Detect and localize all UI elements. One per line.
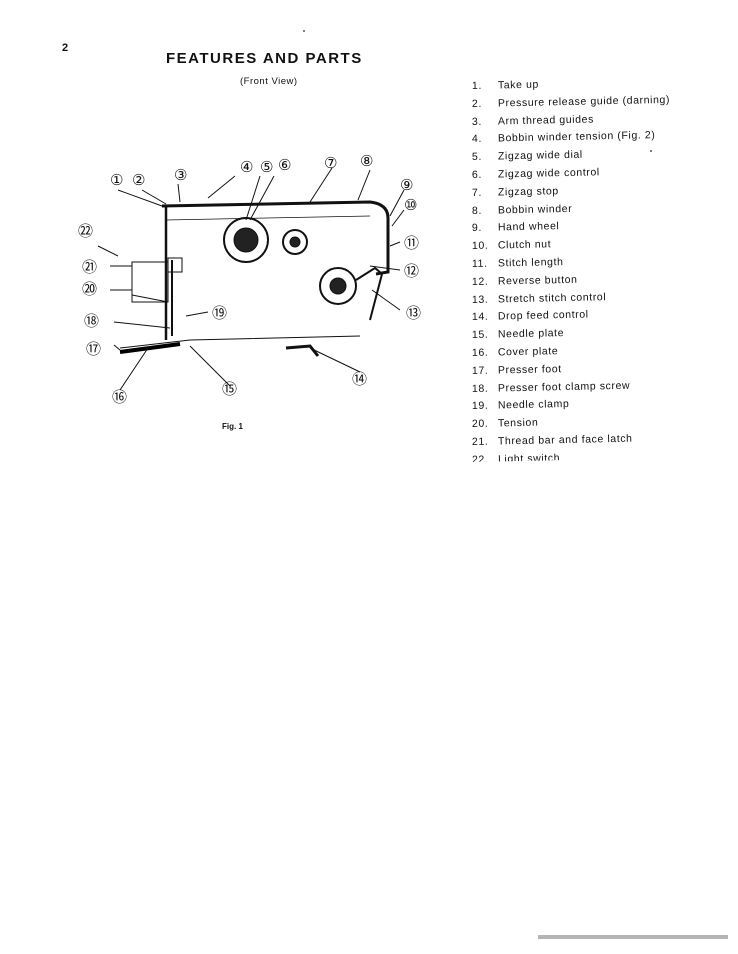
callout-17: ⑰ xyxy=(86,340,101,358)
callout-3: ③ xyxy=(174,166,187,184)
callout-12: ⑫ xyxy=(404,262,419,280)
callout-9: ⑨ xyxy=(400,176,413,194)
callout-13: ⑬ xyxy=(406,304,421,322)
scan-edge-line xyxy=(538,935,728,939)
callout-7: ⑦ xyxy=(324,154,337,172)
callout-14: ⑭ xyxy=(352,370,367,388)
callout-18: ⑱ xyxy=(84,312,99,330)
page-title: FEATURES AND PARTS xyxy=(166,50,363,67)
callout-2: ② xyxy=(132,171,145,189)
callout-4: ④ xyxy=(240,158,253,176)
callout-22: ㉒ xyxy=(78,222,93,240)
callout-16: ⑯ xyxy=(112,388,127,406)
callout-5: ⑤ xyxy=(260,158,273,176)
callout-19: ⑲ xyxy=(212,304,227,322)
figure-caption: Fig. 1 xyxy=(222,422,243,431)
machine-bed xyxy=(119,335,361,349)
scan-speck xyxy=(303,30,305,32)
callout-1: ① xyxy=(110,171,123,189)
sewing-machine-figure: ① ② ③ ④ ⑤ ⑥ ⑦ ⑧ ⑨ ⑩ ⑪ ⑫ ⑬ ⑭ ⑮ ⑯ ⑰ ⑱ ⑲ ⑳ … xyxy=(70,140,460,430)
machine-arm xyxy=(161,200,390,276)
callout-6: ⑥ xyxy=(278,156,291,174)
page-subtitle: (Front View) xyxy=(240,76,298,87)
callout-11: ⑪ xyxy=(404,234,419,252)
callout-10: ⑩ xyxy=(404,196,417,214)
callout-20: ⑳ xyxy=(82,280,97,298)
parts-list: 1.Take up 2.Pressure release guide (darn… xyxy=(472,79,722,462)
scan-speck xyxy=(650,150,652,152)
callout-8: ⑧ xyxy=(360,152,373,170)
page-number: 2 xyxy=(62,42,69,54)
sewing-machine-diagram: ① ② ③ ④ ⑤ ⑥ ⑦ ⑧ ⑨ ⑩ ⑪ ⑫ ⑬ ⑭ ⑮ ⑯ ⑰ ⑱ ⑲ ⑳ … xyxy=(78,152,421,406)
callout-15: ⑮ xyxy=(222,380,237,398)
callout-21: ㉑ xyxy=(82,258,97,276)
